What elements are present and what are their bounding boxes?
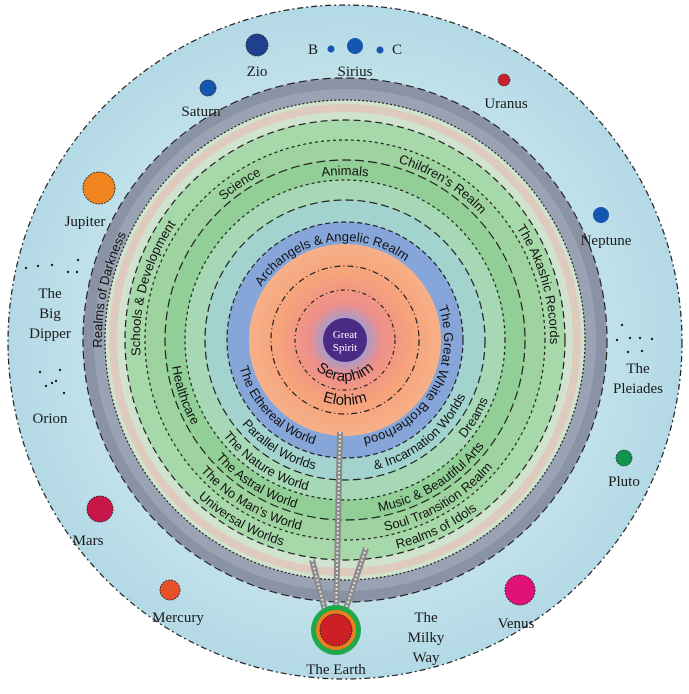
big-dipper-line3: Dipper	[29, 326, 71, 342]
mars[interactable]: Mars	[73, 495, 114, 549]
neptune-icon	[593, 207, 609, 223]
saturn-label: Saturn	[181, 104, 221, 120]
pleiades-stars-icon	[615, 323, 654, 354]
milky-way: The Milky Way	[408, 610, 445, 666]
mercury-label: Mercury	[152, 610, 204, 626]
uranus-icon	[497, 73, 511, 87]
venus-icon	[504, 574, 536, 606]
sirius-label: Sirius	[337, 64, 372, 80]
jupiter[interactable]: Jupiter	[65, 171, 116, 230]
sirius-b-label: B	[308, 42, 318, 58]
earth[interactable]	[311, 605, 361, 655]
milky-way-line1: The	[414, 610, 438, 626]
venus[interactable]: Venus	[498, 574, 536, 632]
animals-label: Animals	[321, 163, 370, 180]
sirius-icon	[347, 38, 363, 54]
orion-stars-icon	[38, 368, 66, 395]
sirius-c-icon	[376, 46, 384, 54]
pluto[interactable]: Pluto	[608, 449, 640, 490]
orion: Orion	[33, 368, 68, 427]
pluto-icon	[615, 449, 633, 467]
sirius-b-icon	[327, 45, 335, 53]
ladder-group	[309, 431, 369, 615]
milky-way-line2: Milky	[408, 630, 445, 646]
zio[interactable]: Zio	[245, 33, 269, 80]
jupiter-icon	[82, 171, 116, 205]
big-dipper-line2: Big	[39, 306, 61, 322]
mars-label: Mars	[73, 533, 104, 549]
great-spirit-label: Great	[333, 329, 357, 341]
pleiades-line1: The	[626, 361, 650, 377]
pluto-label: Pluto	[608, 474, 640, 490]
uranus[interactable]: Uranus	[484, 73, 528, 112]
sirius-c-label: C	[392, 42, 402, 58]
zio-icon	[245, 33, 269, 57]
elohim-label: Elohim	[321, 389, 368, 409]
neptune[interactable]: Neptune	[581, 207, 632, 249]
milky-way-line3: Way	[412, 650, 440, 666]
great-spirit-core	[323, 318, 367, 362]
neptune-label: Neptune	[581, 233, 632, 249]
mercury[interactable]: Mercury	[152, 579, 204, 626]
big-dipper-stars-icon	[24, 258, 80, 274]
mars-icon	[86, 495, 114, 523]
pleiades-line2: Pleiades	[613, 381, 663, 397]
jupiter-label: Jupiter	[65, 214, 106, 230]
earth-label: The Earth	[306, 662, 366, 678]
pleiades: The Pleiades	[613, 323, 663, 397]
great-spirit-label-2: Spirit	[333, 342, 357, 354]
venus-label: Venus	[498, 616, 535, 632]
uranus-label: Uranus	[484, 96, 527, 112]
orion-label: Orion	[33, 411, 68, 427]
zio-label: Zio	[247, 64, 268, 80]
big-dipper: The Big Dipper	[24, 258, 80, 342]
mercury-icon	[159, 579, 181, 601]
saturn-icon	[199, 79, 217, 97]
saturn[interactable]: Saturn	[181, 79, 221, 120]
big-dipper-line1: The	[38, 286, 62, 302]
sirius[interactable]: B C Sirius	[308, 38, 402, 80]
